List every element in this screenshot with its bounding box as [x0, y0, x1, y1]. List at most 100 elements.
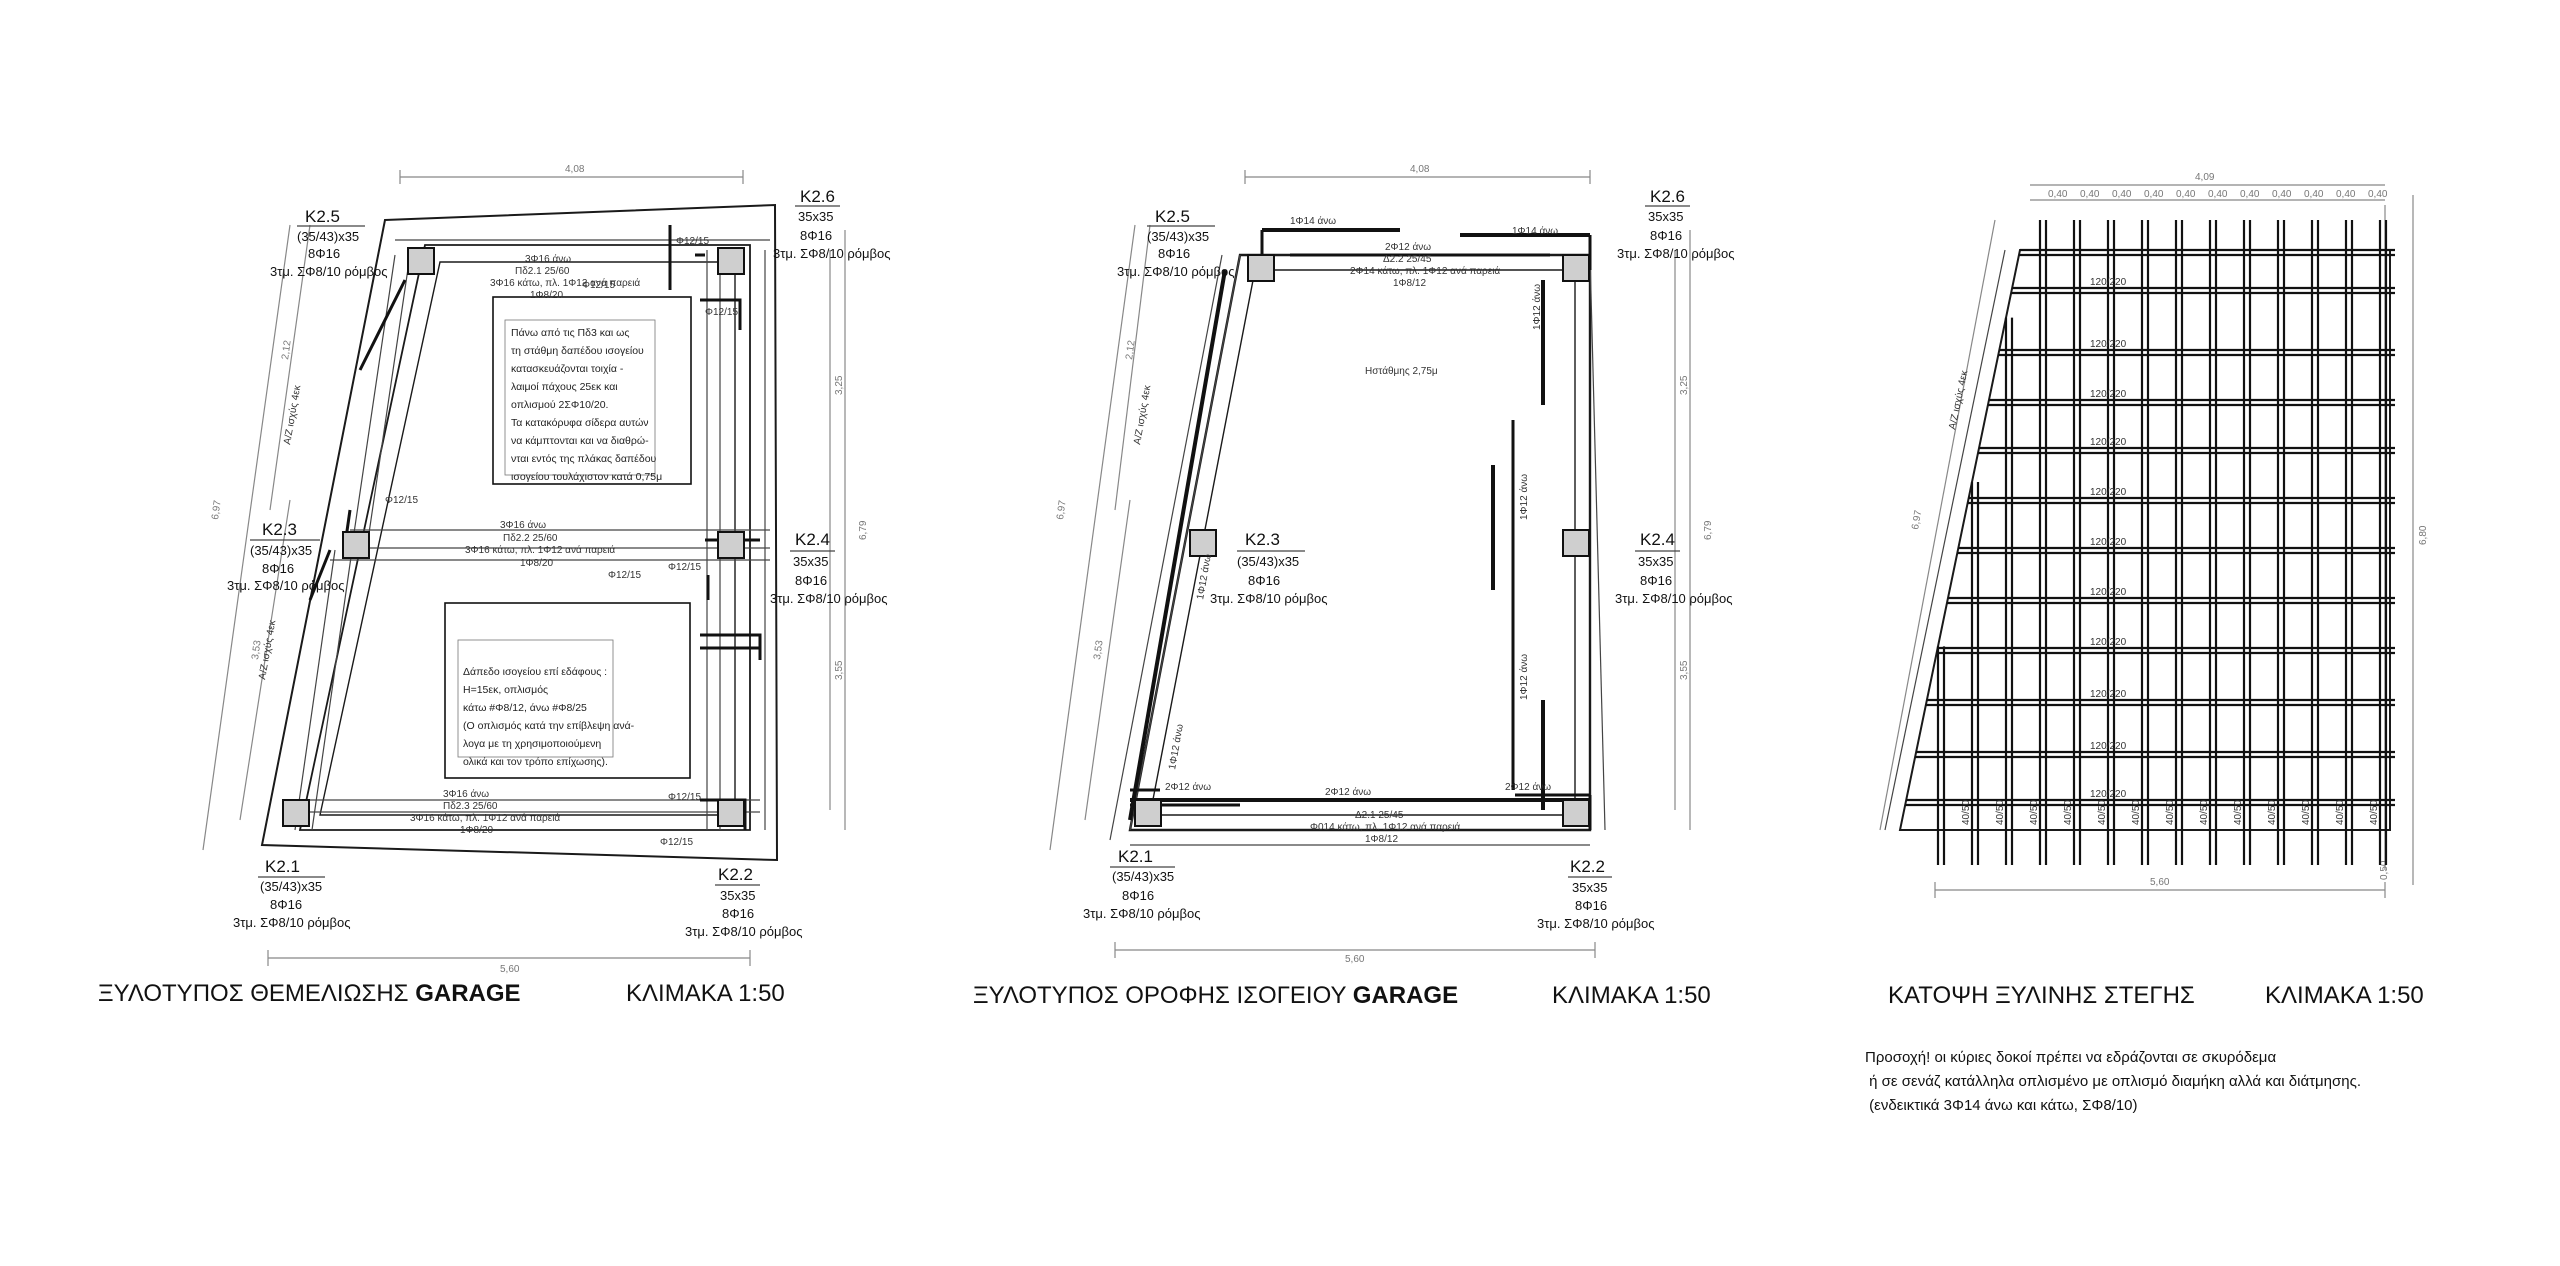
svg-text:3,25: 3,25 [1679, 375, 1690, 395]
purlin-label: 120/220 [2090, 637, 2127, 648]
svg-text:Φ12/15: Φ12/15 [582, 280, 615, 291]
svg-text:ολικά και τον τρόπο επίχωσης).: ολικά και τον τρόπο επίχωσης). [463, 756, 608, 768]
rafter-label: 40/50 [2029, 800, 2040, 825]
label-k24: K2.4 35x35 8Φ16 3τμ. ΣΦ8/10 ρόμβος [770, 530, 888, 606]
column-k25-roof [1247, 254, 1275, 282]
warning-note-line-1: Προσοχή! οι κύριες δοκοί πρέπει να εδράζ… [1865, 1049, 2277, 1066]
spacing-label: 0,40 [2144, 189, 2164, 200]
column-k26-roof [1562, 254, 1590, 282]
svg-text:Α/Ζ ισχύς 4εκ: Α/Ζ ισχύς 4εκ [281, 383, 303, 445]
svg-text:3τμ. ΣΦ8/10 ρόμβος: 3τμ. ΣΦ8/10 ρόμβος [1617, 246, 1735, 261]
svg-text:8Φ16: 8Φ16 [1640, 573, 1672, 588]
label-k23-roof: K2.3 (35/43)x35 8Φ16 3τμ. ΣΦ8/10 ρόμβος [1210, 530, 1328, 606]
svg-text:35x35: 35x35 [1648, 209, 1683, 224]
purlin-label: 120/220 [2090, 487, 2127, 498]
column-k26 [717, 247, 745, 275]
svg-text:3Φ16 άνω: 3Φ16 άνω [443, 788, 489, 800]
svg-text:Πδ2.3 25/60: Πδ2.3 25/60 [443, 801, 498, 812]
label-k25: K2.5 (35/43)x35 8Φ16 3τμ. ΣΦ8/10 ρόμβος [270, 207, 388, 279]
label-k21: K2.1 (35/43)x35 8Φ16 3τμ. ΣΦ8/10 ρόμβος [233, 857, 351, 930]
svg-text:K2.6: K2.6 [1650, 187, 1685, 206]
svg-text:Τα κατακόρυφα σίδερα αυτών: Τα κατακόρυφα σίδερα αυτών [511, 417, 649, 429]
svg-text:3τμ. ΣΦ8/10 ρόμβος: 3τμ. ΣΦ8/10 ρόμβος [227, 578, 345, 593]
svg-text:λαιμοί πάχους 25εκ και: λαιμοί πάχους 25εκ και [511, 381, 618, 393]
spacing-label: 0,40 [2368, 189, 2388, 200]
rafter-label: 40/50 [2267, 800, 2278, 825]
note-top-box: Πάνω από τις Πδ3 και ως τη στάθμη δαπέδο… [511, 327, 662, 483]
rafter-label: 40/50 [1961, 800, 1972, 825]
svg-text:οπλισμού 2ΣΦ10/20.: οπλισμού 2ΣΦ10/20. [511, 399, 608, 411]
dim-top: 4,08 [565, 164, 585, 175]
dim-right-1: 6,79 [858, 520, 869, 540]
svg-text:να κάμπτονται και να διαθρώ-: να κάμπτονται και να διαθρώ- [511, 435, 649, 447]
svg-text:2Φ12 άνω: 2Φ12 άνω [1505, 781, 1551, 793]
svg-text:ισογείου τουλάχιστον κατά 0,75: ισογείου τουλάχιστον κατά 0,75μ [511, 471, 662, 483]
svg-text:K2.3: K2.3 [262, 520, 297, 539]
dim-left-3: 2,12 [280, 339, 294, 360]
warning-note-line-3: (ενδεικτικά 3Φ14 άνω και κάτω, ΣΦ8/10) [1865, 1097, 2138, 1114]
purlin-label: 120/220 [2090, 537, 2127, 548]
dim-right-3: 3,55 [834, 660, 845, 680]
foundation-plan: 4,08 5,60 6,97 3,53 2,12 6,79 3,25 3,55 [202, 164, 891, 975]
svg-text:K2.1: K2.1 [1118, 847, 1153, 866]
rafter-label: 40/50 [2369, 800, 2380, 825]
foundation-title: ΞΥΛΟΤΥΠΟΣ ΘΕΜΕΛΙΩΣΗΣ GARAGE [98, 980, 521, 1008]
svg-text:4,08: 4,08 [1410, 164, 1430, 175]
svg-text:35x35: 35x35 [720, 888, 755, 903]
roof-slab-title: ΞΥΛΟΤΥΠΟΣ ΟΡΟΦΗΣ ΙΣΟΓΕΙΟΥ GARAGE [973, 982, 1458, 1010]
svg-text:(35/43)x35: (35/43)x35 [260, 879, 322, 894]
svg-text:Φ12/15: Φ12/15 [660, 837, 693, 848]
svg-text:8Φ16: 8Φ16 [800, 228, 832, 243]
svg-text:3τμ. ΣΦ8/10 ρόμβος: 3τμ. ΣΦ8/10 ρόμβος [270, 264, 388, 279]
svg-text:8Φ16: 8Φ16 [1248, 573, 1280, 588]
rafter-label: 40/50 [2233, 800, 2244, 825]
purlin-label: 120/220 [2090, 587, 2127, 598]
svg-text:Α/Ζ ισχύς 4εκ: Α/Ζ ισχύς 4εκ [1131, 383, 1153, 445]
svg-text:K2.3: K2.3 [1245, 530, 1280, 549]
label-k26-roof: K2.6 35x35 8Φ16 3τμ. ΣΦ8/10 ρόμβος [1617, 187, 1735, 261]
svg-text:2Φ12 άνω: 2Φ12 άνω [1325, 786, 1371, 798]
svg-text:3τμ. ΣΦ8/10 ρόμβος: 3τμ. ΣΦ8/10 ρόμβος [1117, 264, 1235, 279]
svg-text:8Φ16: 8Φ16 [262, 561, 294, 576]
svg-text:1Φ8/12: 1Φ8/12 [1365, 834, 1398, 845]
svg-text:1Φ14 άνω: 1Φ14 άνω [1512, 225, 1558, 237]
svg-text:(Ο οπλισμός κατά την επίβλεψη: (Ο οπλισμός κατά την επίβλεψη ανά- [463, 720, 635, 732]
label-k22-roof: K2.2 35x35 8Φ16 3τμ. ΣΦ8/10 ρόμβος [1537, 857, 1655, 931]
label-k22: K2.2 35x35 8Φ16 3τμ. ΣΦ8/10 ρόμβος [685, 865, 803, 939]
warning-note: Προσοχή! οι κύριες δοκοί πρέπει να εδράζ… [1865, 1046, 2361, 1118]
svg-text:3Φ16 άνω: 3Φ16 άνω [500, 519, 546, 531]
label-k25-roof: K2.5 (35/43)x35 8Φ16 3τμ. ΣΦ8/10 ρόμβος [1117, 207, 1235, 279]
spacing-label: 0,40 [2080, 189, 2100, 200]
svg-text:6,97: 6,97 [1055, 499, 1069, 520]
svg-text:Πάνω από τις Πδ3 και ως: Πάνω από τις Πδ3 και ως [511, 327, 629, 339]
svg-text:K2.4: K2.4 [795, 530, 830, 549]
svg-text:8Φ16: 8Φ16 [795, 573, 827, 588]
roof-slab-title-bold: GARAGE [1352, 982, 1459, 1009]
column-k22-roof [1562, 799, 1590, 827]
svg-text:κατασκευάζονται τοιχία -: κατασκευάζονται τοιχία - [511, 363, 624, 375]
svg-text:Φ12/15: Φ12/15 [385, 495, 418, 506]
svg-text:K2.2: K2.2 [1570, 857, 1605, 876]
svg-text:1Φ12 άνω: 1Φ12 άνω [1166, 723, 1186, 771]
svg-text:λογα με τη χρησιμοποιούμενη: λογα με τη χρησιμοποιούμενη [463, 738, 601, 750]
dim-left-1: 6,97 [210, 499, 224, 520]
svg-text:8Φ16: 8Φ16 [1122, 888, 1154, 903]
svg-text:3τμ. ΣΦ8/10 ρόμβος: 3τμ. ΣΦ8/10 ρόμβος [685, 924, 803, 939]
purlin-label: 120/220 [2090, 689, 2127, 700]
rafter-label: 40/50 [2097, 800, 2108, 825]
spacing-label: 0,40 [2336, 189, 2356, 200]
svg-text:3τμ. ΣΦ8/10 ρόμβος: 3τμ. ΣΦ8/10 ρόμβος [233, 915, 351, 930]
svg-text:35x35: 35x35 [1572, 880, 1607, 895]
timber-roof-plan: 4,09 5,60 6,97 6,80 0,50 Α/Ζ ισχύς 4εκ 4… [1879, 172, 2429, 898]
svg-text:1Φ8/20: 1Φ8/20 [520, 558, 553, 569]
svg-text:3τμ. ΣΦ8/10 ρόμβος: 3τμ. ΣΦ8/10 ρόμβος [1083, 906, 1201, 921]
ground-floor-roof-plan: 4,08 5,60 6,97 3,53 2,12 6,79 3,25 3,55 [1049, 164, 1735, 965]
svg-text:Φ12/15: Φ12/15 [705, 307, 738, 318]
svg-text:4,09: 4,09 [2195, 172, 2215, 183]
svg-text:Φ12/15: Φ12/15 [668, 792, 701, 803]
svg-text:3τμ. ΣΦ8/10 ρόμβος: 3τμ. ΣΦ8/10 ρόμβος [1537, 916, 1655, 931]
svg-text:Φ12/15: Φ12/15 [668, 562, 701, 573]
svg-text:1Φ8/20: 1Φ8/20 [460, 825, 493, 836]
svg-text:6,79: 6,79 [1703, 520, 1714, 540]
svg-text:2,12: 2,12 [1124, 339, 1138, 360]
